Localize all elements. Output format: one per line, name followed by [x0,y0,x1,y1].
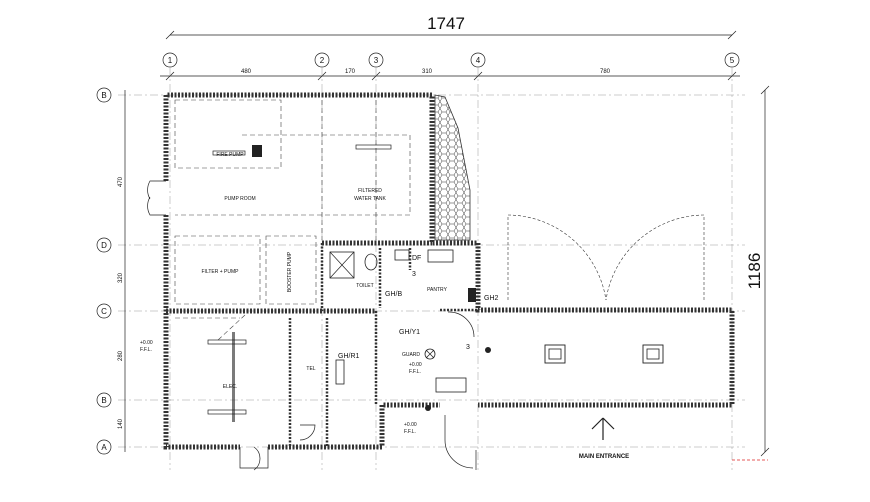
canopy-lights [544,344,664,364]
room-toilet: TOILET [356,283,373,289]
left-dimension-line: 470 320 280 140 [118,90,126,452]
grid-bubble-4 [470,52,486,68]
tag-3b: 3 [466,344,470,351]
grid-col-4: 4 [476,56,481,65]
row-bubbles: B D C B A [96,87,112,455]
level-c: +0.00 [404,422,417,428]
span-2-3: 170 [345,69,356,75]
hatched-ramp [434,94,471,241]
room-filtered-water-tank-1: FILTERED [358,188,382,194]
room-filtered-water-tank-2: WATER TANK [354,196,386,202]
left-dim-3: 280 [118,350,124,361]
left-dim-4: 140 [118,418,124,429]
grid-bubble-row-d [96,237,112,253]
grid-col-1: 1 [168,56,173,65]
tag-gh-r1: GH/R1 [338,353,360,360]
entrance-arrow-icon [591,417,615,440]
doors [147,180,477,471]
equipment-tags: GH/B GH2 GH/Y1 GH/R1 DF 3 3 [338,255,499,360]
grid-bubble-row-c [96,303,112,319]
panel-symbols [335,347,491,411]
left-dim-2: 320 [118,272,124,283]
span-3-4: 310 [422,69,433,75]
grid-row-c: C [101,307,107,316]
grid-bubble-1 [162,52,178,68]
room-guard: GUARD [402,352,420,358]
grid-row-a: A [101,443,107,452]
level-a: +0.00 [140,340,153,346]
grid-row-b: B [101,396,106,405]
overall-height-dimension: 1186 [732,85,770,461]
grid-bubble-row-b [96,392,112,408]
grid-bubble-5 [724,52,740,68]
span-1-2: 480 [241,69,252,75]
ffl-a: F.F.L. [140,347,152,353]
pump-symbols [207,144,392,422]
room-filter-pump: FILTER + PUMP [202,269,240,275]
tag-3a: 3 [412,271,416,278]
level-marks: +0.00 F.F.L. +0.00 F.F.L. +0.00 F.F.L. [140,340,422,435]
room-labels: FIRE PUMP PUMP ROOM FILTERED WATER TANK … [202,152,448,390]
room-elec: ELEC. [223,384,237,390]
room-tel: TEL [306,366,315,372]
grid-col-3: 3 [374,56,379,65]
tag-gh-y1: GH/Y1 [399,329,420,336]
span-dimension-line: 480 170 310 780 [160,69,740,81]
span-4-5: 780 [600,69,611,75]
room-fire-pump: FIRE PUMP [216,152,244,158]
tag-gh2: GH2 [484,295,499,302]
level-b: +0.00 [409,362,422,368]
overall-width-dimension: 1747 [165,14,737,40]
ffl-b: F.F.L. [409,369,421,375]
grid-bubble-row-b-top [96,87,112,103]
grid-row-b-top: B [101,91,106,100]
column-bubbles: 1 2 3 4 5 [162,52,740,68]
overall-width-label: 1747 [427,14,465,33]
toilet-fixtures [329,249,476,302]
grid-col-2: 2 [320,56,325,65]
room-booster-pump: BOOSTER PUMP [287,251,293,292]
grid-bubble-3 [368,52,384,68]
ffl-c: F.F.L. [404,429,416,435]
walls [163,92,735,450]
room-pantry: PANTRY [427,287,447,293]
tag-gh-b: GH/B [385,291,402,298]
room-pump-room: PUMP ROOM [224,196,255,202]
tag-df: DF [412,255,421,262]
main-entrance-label: MAIN ENTRANCE [579,454,629,460]
equipment-outlines [174,99,705,341]
grid-row-d: D [101,241,107,250]
grid-bubble-2 [314,52,330,68]
grid-bubble-row-a [96,439,112,455]
overall-height-label: 1186 [745,253,764,290]
left-dim-1: 470 [118,176,124,187]
grid-col-5: 5 [730,56,735,65]
